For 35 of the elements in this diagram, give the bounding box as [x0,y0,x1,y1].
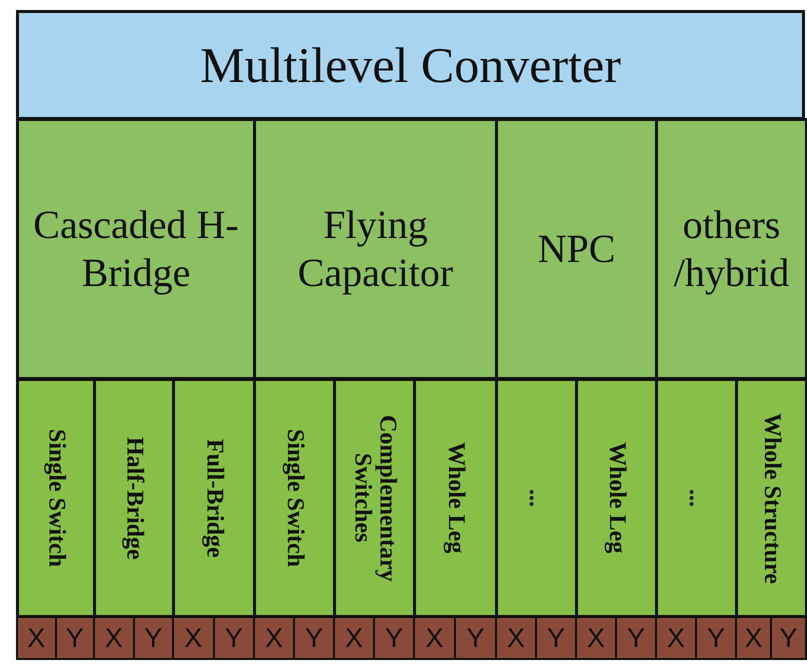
variable-box: Y [132,616,174,660]
category-box: NPC [495,118,658,380]
variable-box: Y [695,616,737,660]
subtype-box: ... [495,378,578,618]
variable-box: Y [373,616,415,660]
title-band: Multilevel Converter [16,10,805,120]
subtype-box: Whole Leg [575,378,658,618]
category-box: Cascaded H-Bridge [16,118,256,380]
variable-box: Y [212,616,255,660]
subtype-box: Whole Leg [413,378,498,618]
subtype-box: Single Switch [16,378,96,618]
variable-box: X [575,616,617,660]
variable-box: X [735,616,772,660]
variable-box: X [93,616,134,660]
subtype-box: Single Switch [253,378,336,618]
subtype-box: Full-Bridge [172,378,256,618]
subtype-box: ... [655,378,738,618]
variable-box: X [253,616,295,660]
variable-box: X [172,616,214,660]
subtype-box: Half-Bridge [93,378,175,618]
variable-box: X [495,616,537,660]
variable-box: Y [54,616,95,660]
subtype-box: Whole Structure [735,378,807,618]
variable-box: X [333,616,375,660]
variable-box: Y [293,616,335,660]
category-box: others /hybrid [655,118,807,380]
subtype-box: Complementary Switches [333,378,416,618]
variable-box: Y [615,616,657,660]
variable-box: X [16,616,56,660]
variable-box: X [655,616,697,660]
category-box: Flying Capacitor [253,118,498,380]
variable-box: Y [770,616,807,660]
variable-box: Y [535,616,577,660]
variable-box: X [413,616,456,660]
variable-box: Y [454,616,497,660]
